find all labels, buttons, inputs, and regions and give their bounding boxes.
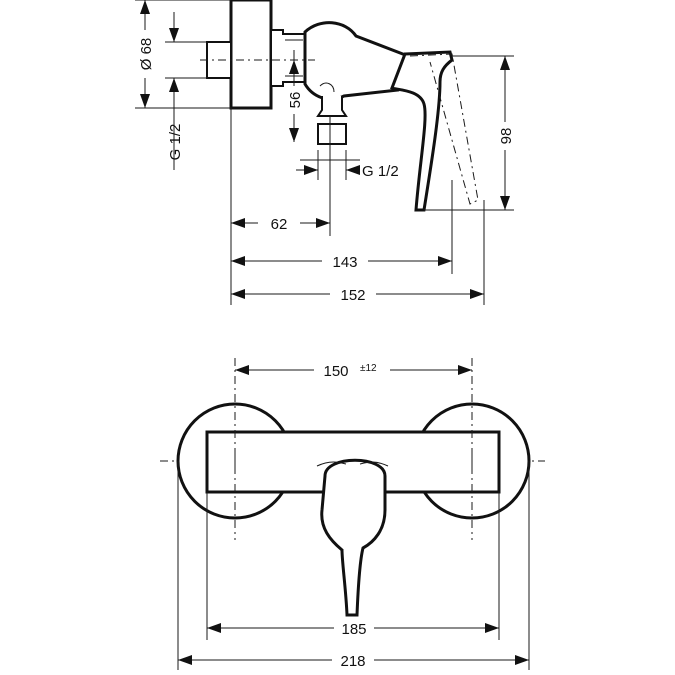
dim-length-152: 152	[340, 287, 365, 304]
dim-body-width-185: 185	[341, 621, 366, 638]
dim-offset-62: 62	[271, 216, 288, 233]
dim-depth-56: 56	[287, 92, 304, 109]
dim-thread-g12-left: G 1/2	[167, 124, 184, 161]
dim-height-98: 98	[498, 128, 515, 145]
side-outlet-spout	[316, 96, 348, 117]
dim-thread-g12-bottom: G 1/2	[362, 163, 399, 180]
side-connection-nut	[270, 29, 306, 87]
side-lever-handle	[390, 50, 454, 212]
dim-diameter-68: Ø 68	[138, 38, 155, 71]
front-lever-handle	[320, 458, 387, 617]
dim-centers-150: 150	[323, 363, 348, 380]
side-wall-rosette	[229, 0, 273, 110]
dim-length-143: 143	[332, 254, 357, 271]
front-view: 150 ±12 185 218	[160, 358, 545, 670]
side-outlet-thread	[317, 123, 347, 145]
dim-overall-width-218: 218	[340, 653, 365, 670]
side-view: Ø 68 G 1/2 56 G 1/2 98 62	[135, 0, 515, 305]
dim-centers-tolerance: ±12	[360, 363, 377, 374]
